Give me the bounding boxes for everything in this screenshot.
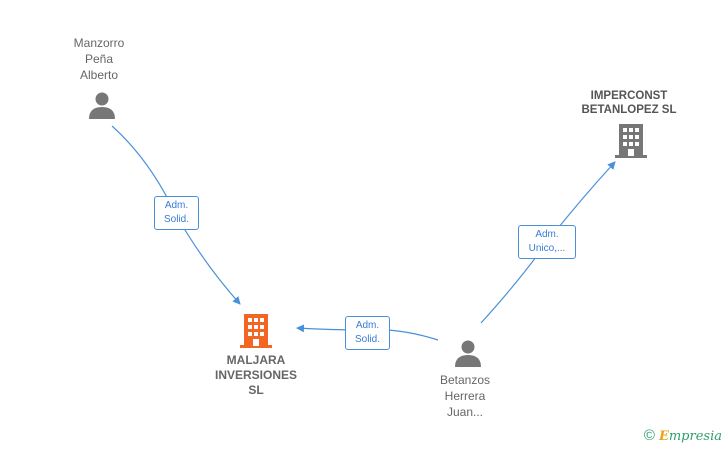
name-line: Betanzos [439,373,491,387]
edge-label-line: Solid. [354,334,380,345]
name-line: Alberto [79,68,119,82]
empresia-logo: ©Empresia [644,427,722,444]
edge-label-line: Adm. [355,320,380,331]
company-imperconst-label[interactable]: IMPERCONST BETANLOPEZ SL [569,89,689,117]
name-line: Peña [84,52,114,66]
building-icon[interactable] [240,314,272,348]
name-line: Manzorro [73,36,125,50]
edge-label-line: Adm. [535,229,559,240]
person-manzorro-label[interactable]: Manzorro Peña Alberto [49,35,149,83]
company-line: INVERSIONES [214,368,298,382]
edge-label-manzorro-maljara[interactable]: Adm. Solid. [154,196,199,230]
brand-name: mpresia [668,429,722,444]
person-icon[interactable] [453,338,483,368]
company-maljara-label[interactable]: MALJARA INVERSIONES SL [196,353,316,398]
company-line: MALJARA [226,353,286,367]
brand-initial: E [658,429,669,444]
edge-label-line: Solid. [163,214,189,225]
edge-label-betanzos-imperconst[interactable]: Adm. Unico,... [518,225,576,259]
person-betanzos-label[interactable]: Betanzos Herrera Juan... [415,372,515,420]
company-line: IMPERCONST [590,90,668,102]
name-line: Juan... [446,405,484,419]
company-line: BETANLOPEZ SL [581,104,677,116]
copyright-icon: © [643,427,655,444]
edge-label-betanzos-maljara[interactable]: Adm. Solid. [345,316,390,350]
edge-label-line: Adm. [164,200,189,211]
edge-label-line: Unico,... [528,243,566,254]
building-icon[interactable] [615,124,647,158]
company-line: SL [248,383,264,397]
person-icon[interactable] [87,90,117,120]
name-line: Herrera [444,389,486,403]
